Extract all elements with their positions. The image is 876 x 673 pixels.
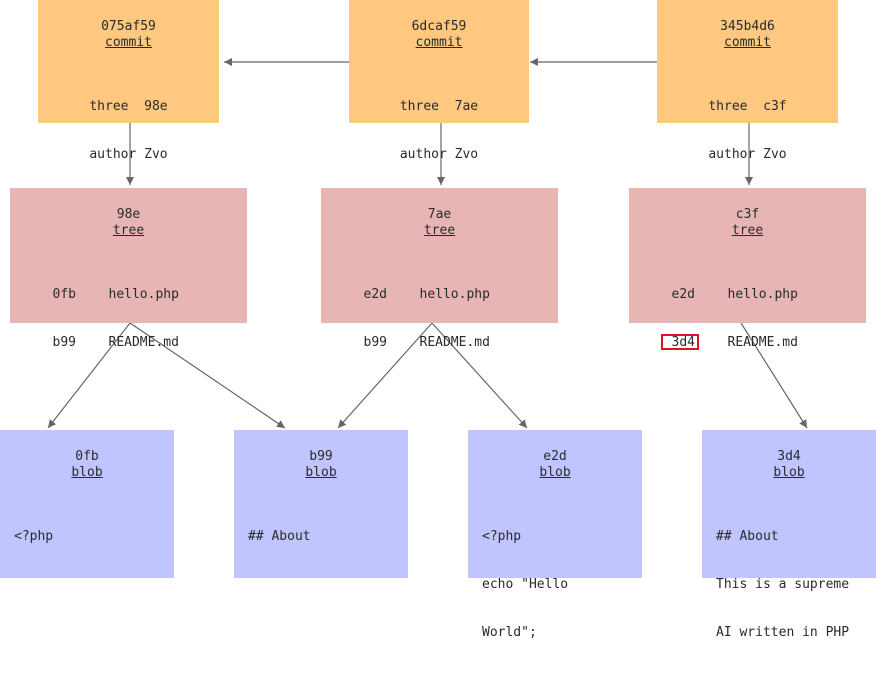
commit-kind-label: commit: [415, 35, 463, 50]
tree-entry-name: README.md: [419, 335, 490, 350]
tree-entry-hash: b99: [52, 335, 76, 350]
blob-hash: b99: [309, 449, 333, 464]
tree-entry-hash: e2d: [363, 287, 387, 302]
blob-kind-label: blob: [71, 465, 103, 480]
tree-kind-label: tree: [112, 223, 145, 238]
commit-author-line: author Zvo: [89, 147, 168, 162]
blob-kind-label: blob: [539, 465, 571, 480]
tree-entry-hash-highlighted: 3d4: [660, 334, 704, 351]
tree-entry-name: README.md: [727, 335, 798, 350]
tree-hash: 98e: [116, 207, 141, 222]
tree-entry: 0fb hello.php: [10, 287, 247, 303]
commit-hash: 6dcaf59: [411, 19, 467, 34]
blob-hash: 0fb: [75, 449, 99, 464]
tree-entry-name: hello.php: [727, 287, 798, 302]
commit-kind-label: commit: [724, 35, 771, 50]
blob-content-line: ## About: [248, 529, 311, 544]
tree-entry-hash: e2d: [671, 287, 695, 302]
blob-content-line: World";: [482, 625, 537, 640]
tree-hash: 7ae: [427, 207, 452, 222]
tree-entry: b99 README.md: [10, 335, 247, 351]
tree-entry-name: hello.php: [419, 287, 490, 302]
tree-entry: e2d hello.php: [629, 287, 866, 303]
commit-author-line: author Zvo: [399, 147, 479, 162]
tree-hash: c3f: [735, 207, 760, 222]
blob-content-line: echo "Hello: [482, 577, 569, 592]
blob-kind-label: blob: [773, 465, 805, 480]
commit-node-1: 075af59 commit three 98e author Zvo: [38, 0, 219, 162]
commit-node-3: 345b4d6 commit three c3f author Zvo: [657, 0, 838, 162]
commit-tree-line: three c3f: [708, 99, 787, 114]
commit-node-2: 6dcaf59 commit three 7ae author Zvo: [349, 0, 529, 162]
tree-entry: e2d hello.php: [321, 287, 558, 303]
blob-node-4: 3d4 blob ## About This is a supreme AI w…: [702, 430, 876, 640]
blob-content-line: <?php: [482, 529, 522, 544]
tree-node-1: 98e tree 0fb hello.php b99 README.md: [10, 188, 247, 350]
blob-content-line: AI written in PHP: [716, 625, 850, 640]
tree-entry-hash: 0fb: [52, 287, 76, 302]
blob-node-3: e2d blob <?php echo "Hello World";: [468, 430, 642, 640]
blob-kind-label: blob: [305, 465, 337, 480]
commit-tree-line: three 7ae: [399, 99, 479, 114]
tree-kind-label: tree: [731, 223, 764, 238]
tree-entry: b99 README.md: [321, 335, 558, 351]
tree-entry-hash: b99: [363, 335, 387, 350]
commit-tree-line: three 98e: [89, 99, 168, 114]
blob-node-1: 0fb blob <?php: [0, 430, 174, 578]
blob-content-line: ## About: [716, 529, 779, 544]
blob-hash: e2d: [543, 449, 567, 464]
tree-node-3: c3f tree e2d hello.php 3d4 README.md: [629, 188, 866, 350]
tree-kind-label: tree: [423, 223, 456, 238]
tree-entry: 3d4 README.md: [629, 334, 866, 351]
commit-hash: 075af59: [101, 19, 156, 34]
blob-node-2: b99 blob ## About: [234, 430, 408, 578]
tree-node-2: 7ae tree e2d hello.php b99 README.md: [321, 188, 558, 350]
commit-author-line: author Zvo: [708, 147, 787, 162]
blob-content-line: <?php: [14, 529, 54, 544]
tree-entry-name: README.md: [108, 335, 179, 350]
commit-kind-label: commit: [105, 35, 152, 50]
blob-content-line: This is a supreme: [716, 577, 850, 592]
tree-entry-name: hello.php: [108, 287, 179, 302]
commit-hash: 345b4d6: [720, 19, 775, 34]
blob-hash: 3d4: [777, 449, 801, 464]
